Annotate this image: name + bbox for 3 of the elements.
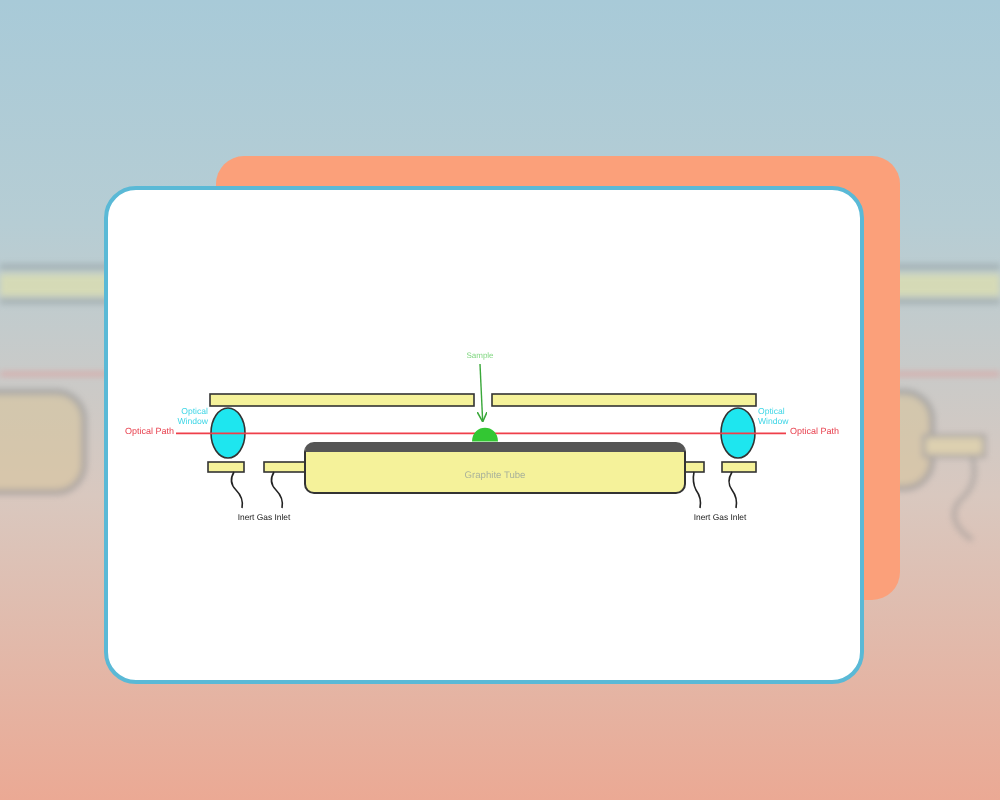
sample-drop-icon	[471, 422, 497, 442]
graphite-tube	[304, 442, 686, 494]
arrow	[476, 362, 488, 423]
